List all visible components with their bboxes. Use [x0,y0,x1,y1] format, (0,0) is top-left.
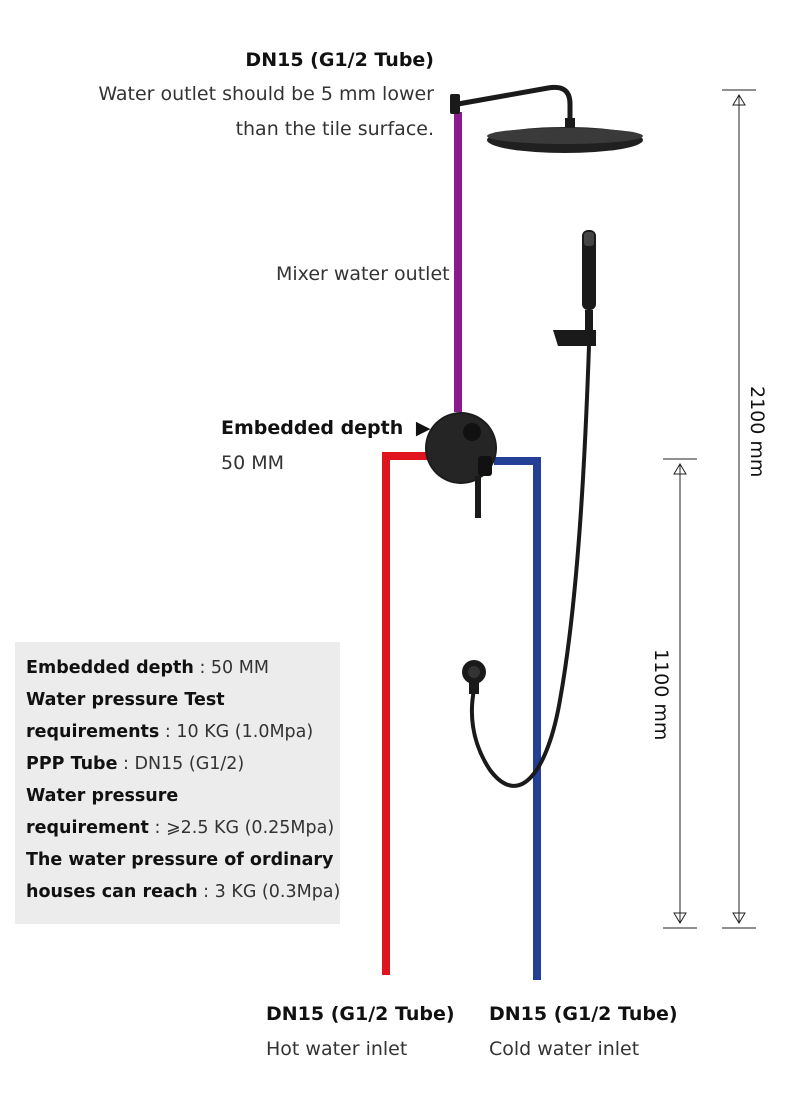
spec-line: Water pressure [26,784,178,808]
spec-key: PPP Tube [26,754,118,774]
spec-sep: : [117,754,135,774]
hot-inlet-title: DN15 (G1/2 Tube) [266,1003,455,1025]
spec-key: requirement [26,818,149,838]
cold-water-pipe [494,457,541,980]
mixer-outlet-label: Mixer water outlet [276,263,450,285]
spec-line: requirements : 10 KG (1.0Mpa) [26,720,313,744]
hand-shower-icon [553,230,596,346]
mixer-height-label: 1100 mm [650,649,672,741]
embedded-depth-label: Embedded depth ▶ [221,416,431,440]
rain-shower-head-icon [450,84,643,153]
spec-sep: : [193,658,211,678]
hot-water-pipe [382,452,428,975]
pointer-arrow-icon: ▶ [415,417,431,439]
spec-line: requirement : ⩾2.5 KG (0.25Mpa) [26,816,334,840]
spec-key: Water pressure Test [26,690,225,710]
spec-sep: : [159,722,177,742]
spec-line: Water pressure Test [26,688,225,712]
spec-line: houses can reach : 3 KG (0.3Mpa) [26,880,340,904]
spec-sep: : [148,818,166,838]
mixer-valve-icon [425,412,497,518]
hot-inlet-label: Hot water inlet [266,1038,408,1060]
spec-box: Embedded depth : 50 MM Water pressure Te… [15,642,340,924]
spec-sep: : [197,882,215,902]
spec-value: 50 MM [210,658,269,678]
spec-key: The water pressure of ordinary [26,850,334,870]
cold-inlet-title: DN15 (G1/2 Tube) [489,1003,678,1025]
spec-key: Embedded depth [26,658,194,678]
spec-line: The water pressure of ordinary [26,848,333,872]
spec-line: PPP Tube : DN15 (G1/2) [26,752,244,776]
spec-key: requirements [26,722,160,742]
spec-line: Embedded depth : 50 MM [26,656,269,680]
dimension-1100 [663,458,697,929]
spec-value: DN15 (G1/2) [134,754,245,774]
spec-key: houses can reach [26,882,198,902]
top-outlet-note-line2: than the tile surface. [235,118,434,140]
top-outlet-title: DN15 (G1/2 Tube) [245,49,434,71]
wall-elbow-icon [462,660,486,694]
top-outlet-note-line1: Water outlet should be 5 mm lower [98,83,434,105]
dimension-2100 [722,89,756,929]
spec-value: ⩾2.5 KG (0.25Mpa) [165,818,335,838]
spec-key: Water pressure [26,786,179,806]
shower-hose [469,345,591,788]
embedded-depth-text: Embedded depth [221,417,404,439]
spec-value: 3 KG (0.3Mpa) [214,882,341,902]
cold-inlet-label: Cold water inlet [489,1038,640,1060]
spec-value: 10 KG (1.0Mpa) [176,722,314,742]
total-height-label: 2100 mm [746,386,768,478]
embedded-depth-value: 50 MM [221,452,285,474]
